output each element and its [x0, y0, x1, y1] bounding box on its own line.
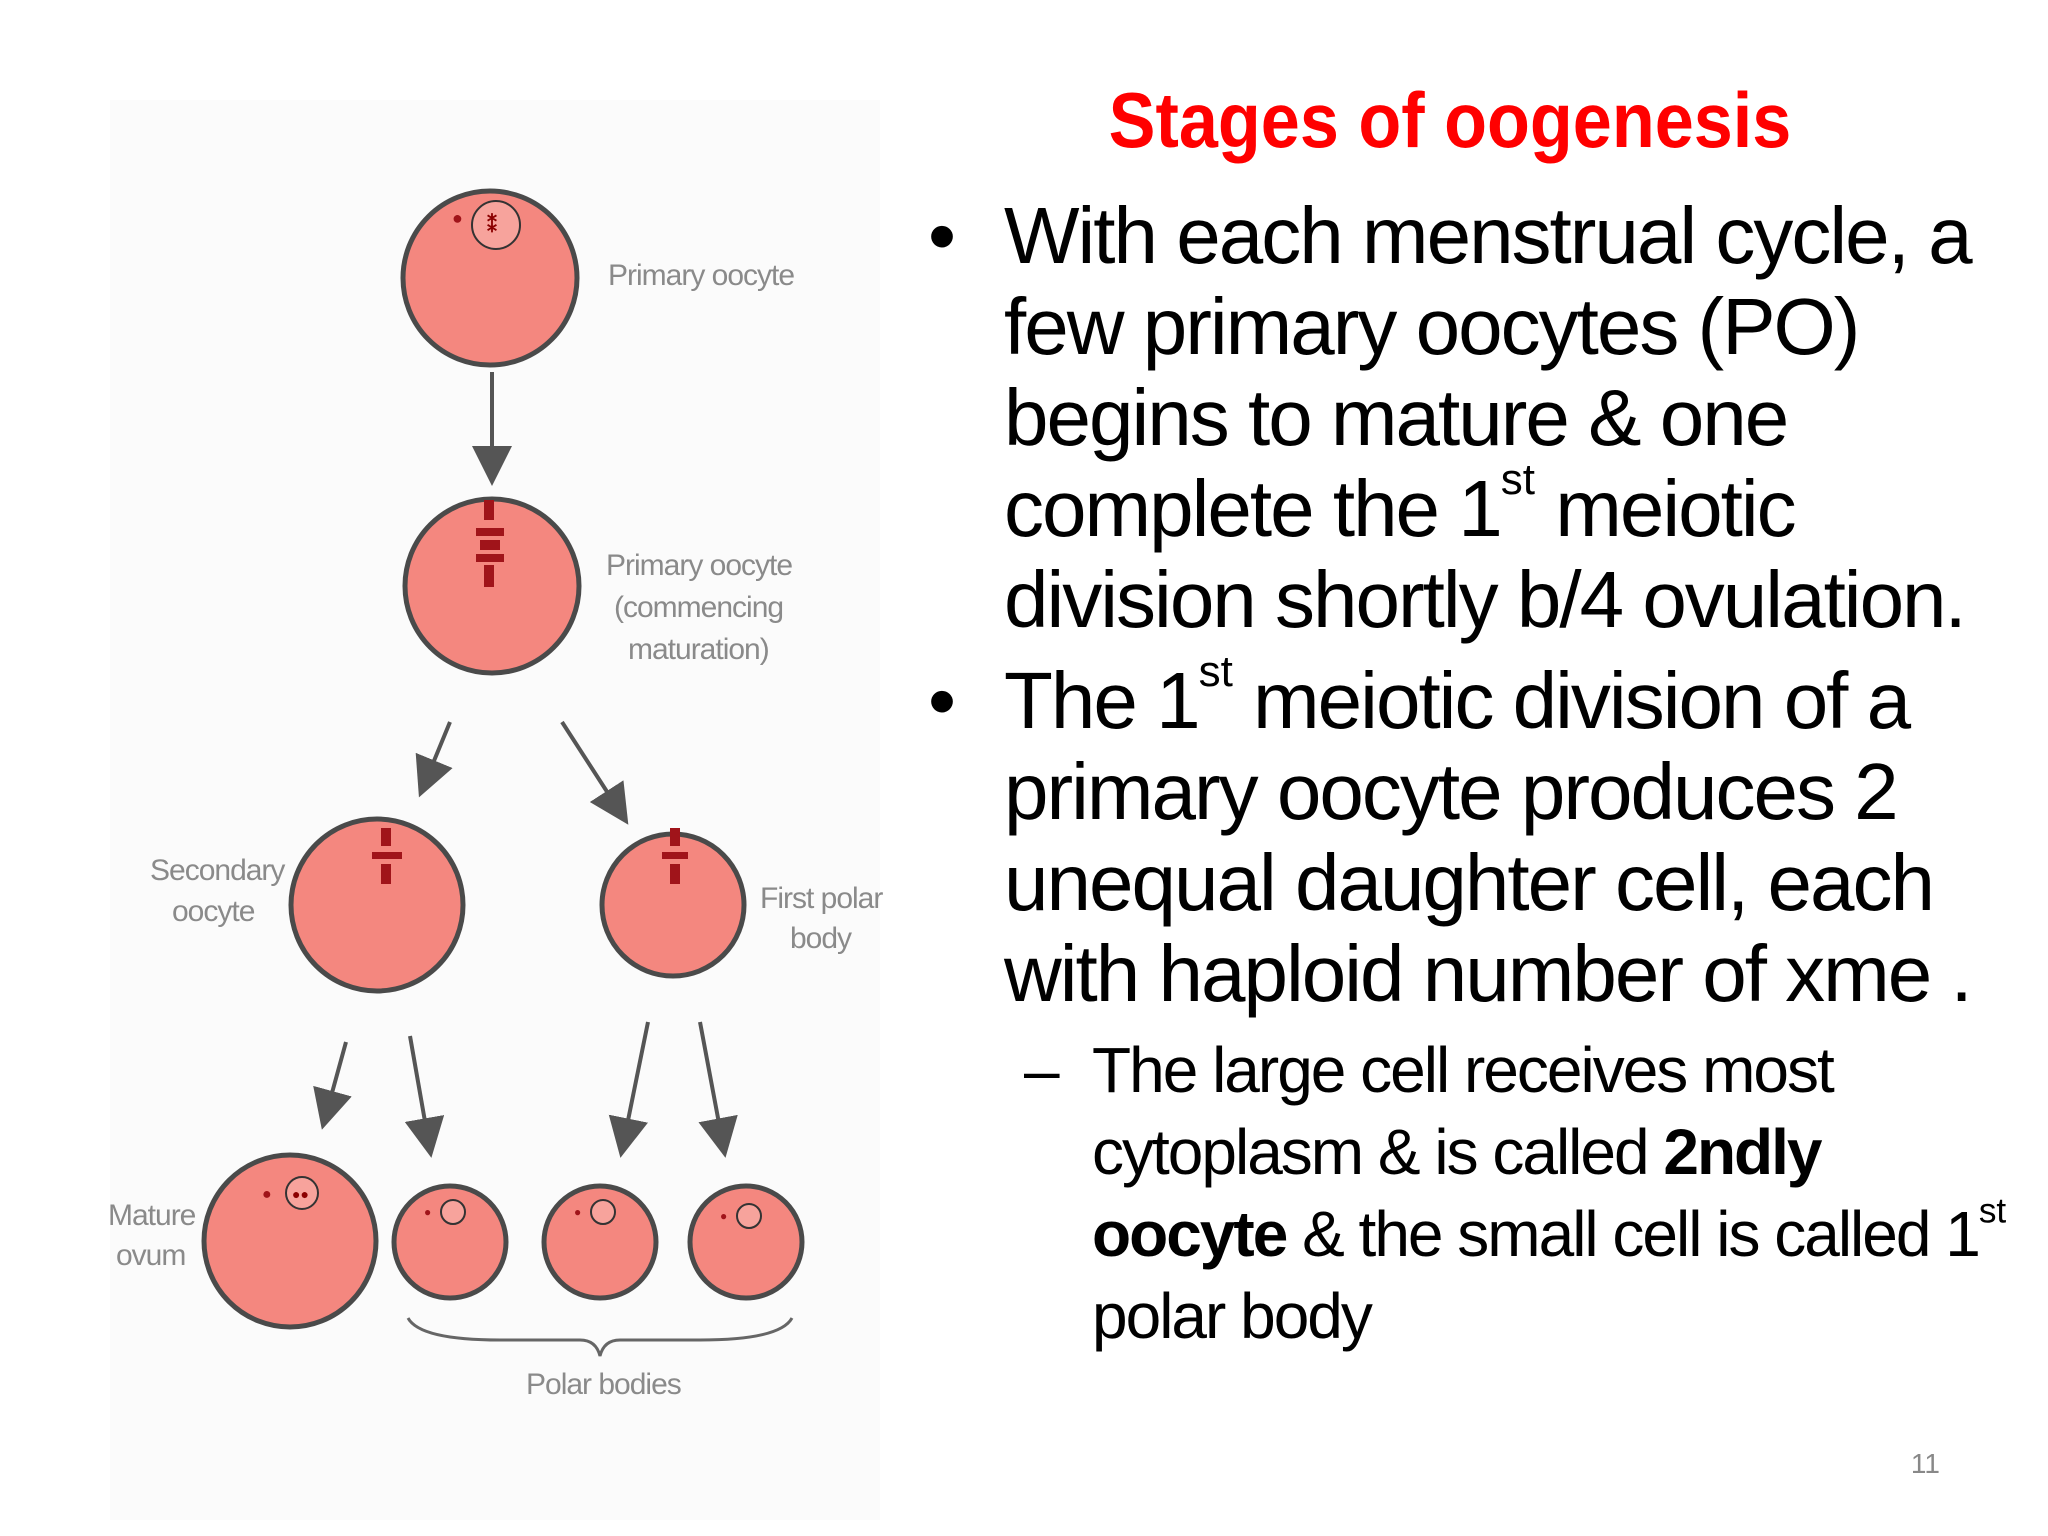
arrow-to-polar-body-2: [608, 1021, 650, 1158]
svg-text:●: ●: [720, 1209, 727, 1223]
page-number: 11: [1910, 1448, 1940, 1479]
arrow-to-secondary-oocyte: [415, 721, 453, 798]
bullet-item: • With each menstrual cycle, a few prima…: [920, 190, 2020, 645]
bullet-text: With each menstrual cycle, a few primary…: [1004, 191, 1973, 644]
text-run: meiotic division shortly b/4 ovulation.: [1004, 464, 1967, 644]
bullet-text: The 1st meiotic division of a primary oo…: [1004, 650, 1973, 1018]
svg-text:●: ●: [424, 1205, 431, 1219]
label-primary-oocyte: Primary oocyte: [608, 259, 794, 292]
svg-text:⁑: ⁑: [487, 212, 497, 237]
text-run: polar body: [1092, 1280, 1373, 1352]
text-run: & the small cell is called 1: [1286, 1198, 1981, 1270]
primary-oocyte-nucleus: [471, 200, 521, 250]
label-commencing-line3: maturation): [628, 633, 769, 666]
bullet-marker: •: [928, 191, 956, 280]
svg-text:●●: ●●: [292, 1186, 309, 1202]
label-first-polar-line2: body: [790, 922, 852, 955]
text-run: The large cell receives most cytoplasm &…: [1092, 1034, 1835, 1188]
slide-title: Stages of oogenesis: [1108, 76, 1792, 164]
label-secondary-line1: Secondary: [150, 854, 285, 887]
label-secondary-line2: oocyte: [172, 895, 255, 928]
maturing-spindle: [476, 500, 504, 587]
label-polar-bodies: Polar bodies: [526, 1368, 681, 1401]
mature-ovum-cell: ● ●●: [201, 1152, 379, 1330]
bullet-marker: •: [928, 656, 956, 745]
oogenesis-diagram: ● ⁑: [108, 100, 884, 1520]
polar-bodies-bracket: [406, 1317, 794, 1357]
polar-body-cell-1: ●: [391, 1183, 509, 1301]
arrow-to-polar-body-1: [404, 1035, 445, 1158]
label-first-polar-line1: First polar: [760, 882, 883, 915]
label-commencing-line2: (commencing: [614, 591, 783, 624]
text-run: meiotic division of a primary oocyte pro…: [1004, 656, 1973, 1018]
superscript-text: st: [1500, 455, 1535, 505]
polar-body-cell-2: ●: [541, 1183, 659, 1301]
svg-text:●: ●: [262, 1186, 272, 1203]
arrow-to-first-polar-body: [560, 720, 629, 825]
superscript-text: st: [1198, 647, 1233, 697]
label-commencing-line1: Primary oocyte: [606, 549, 792, 582]
maturing-oocyte-cell: [402, 496, 582, 676]
secondary-oocyte-cell: [288, 816, 466, 994]
sub-bullet-marker: –: [1024, 1034, 1060, 1106]
first-polar-body-cell: [599, 828, 747, 979]
sub-bullet-item: – The large cell receives most cytoplasm…: [920, 1029, 2020, 1357]
bullet-item: • The 1st meiotic division of a primary …: [920, 650, 2020, 1019]
svg-text:●: ●: [452, 208, 463, 228]
polar-body-cell-3: ●: [687, 1183, 805, 1301]
arrow-to-mature-ovum: [313, 1041, 352, 1130]
label-mature-line2: ovum: [116, 1239, 185, 1272]
text-run: With each menstrual cycle, a few primary…: [1004, 191, 1973, 553]
primary-oocyte-cell: ● ⁑: [400, 188, 580, 368]
label-mature-line1: Mature: [108, 1199, 196, 1232]
text-run: The 1: [1004, 656, 1201, 745]
bold-text: 2ndly oocyte: [1092, 1116, 1822, 1270]
svg-text:●: ●: [574, 1205, 581, 1219]
superscript-text: st: [1978, 1191, 2007, 1231]
sub-bullet-text: The large cell receives most cytoplasm &…: [1092, 1034, 2006, 1352]
arrow-to-polar-body-3: [698, 1021, 738, 1158]
bullet-list: • With each menstrual cycle, a few prima…: [920, 190, 2020, 1357]
